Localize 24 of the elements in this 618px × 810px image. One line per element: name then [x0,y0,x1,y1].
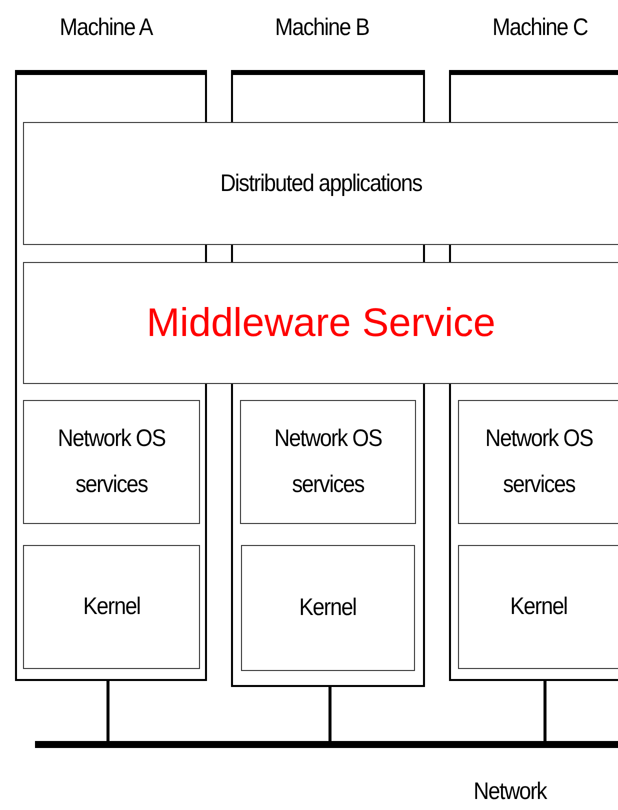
layer-box [241,545,415,671]
layer-band [23,262,618,384]
network-connection-line [544,681,546,741]
machine-label: Machine C [492,14,588,42]
layer-box [23,545,200,669]
machine-label: Machine A [60,14,152,42]
network-connection-line [328,687,332,741]
layer-label: Kernel [299,593,357,624]
layer-band [23,122,618,245]
network-label: Network [474,778,546,806]
layer-label: Kernel [82,592,140,622]
layer-box [458,400,618,524]
machine-label: Machine B [275,14,369,42]
layer-box [458,545,618,669]
network-connection-line [106,681,110,741]
layer-label: Kernel [510,592,568,622]
layer-label: Network OS services [56,424,166,500]
layer-label: Network OS services [273,424,383,500]
layer-label: Network OS services [484,424,594,500]
layer-label: Middleware Service [146,300,496,347]
layer-box [23,400,200,524]
layer-label: Distributed applications [220,168,422,199]
network-bus [35,741,618,748]
layer-box [240,400,416,524]
